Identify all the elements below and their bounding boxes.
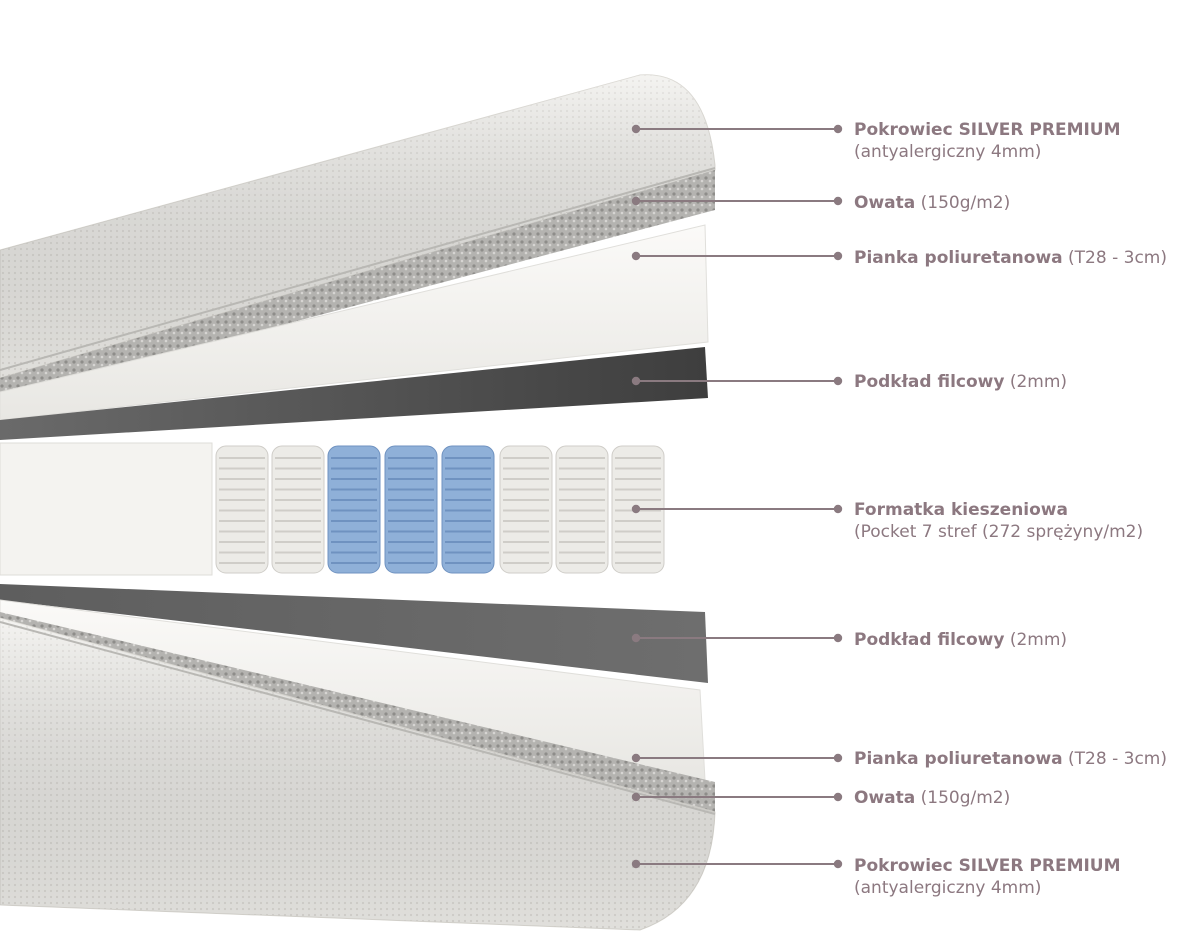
spring-pocket-white (555, 445, 609, 574)
leader-dot-wadding-bottom (631, 792, 641, 802)
layer-cover-top (0, 74, 716, 379)
leader-dot-foam-top (833, 251, 843, 261)
leader-dot-wadding-bottom (833, 792, 843, 802)
leader-dot-cover-top (833, 124, 843, 134)
spring-pocket-blue (327, 445, 381, 574)
leader-dot-pocket-core (833, 504, 843, 514)
layer-foam-top (0, 224, 709, 421)
leader-dot-felt-top (631, 376, 641, 386)
leader-dot-wadding-top (833, 196, 843, 206)
layer-pocket-core (0, 442, 665, 576)
leader-dot-cover-bottom (833, 859, 843, 869)
layer-cover-bottom (0, 617, 716, 931)
leader-dot-felt-top (833, 376, 843, 386)
leader-dot-felt-bottom (833, 633, 843, 643)
leader-dot-foam-bottom (631, 753, 641, 763)
spring-pocket-white (215, 445, 269, 574)
spring-pocket-blue (384, 445, 438, 574)
layer-felt-top (0, 347, 708, 440)
leader-dot-foam-bottom (833, 753, 843, 763)
leader-dot-wadding-top (631, 196, 641, 206)
spring-pocket-white (271, 445, 325, 574)
leader-dot-cover-bottom (631, 859, 641, 869)
leader-lines (631, 124, 843, 869)
leader-dot-pocket-core (631, 504, 641, 514)
leader-dot-foam-top (631, 251, 641, 261)
layer-wadding-top (0, 170, 715, 400)
leader-dot-cover-top (631, 124, 641, 134)
spring-pocket-white (499, 445, 553, 574)
leader-dot-felt-bottom (631, 633, 641, 643)
layer-felt-bottom (0, 584, 708, 683)
spring-pocket-blue (441, 445, 495, 574)
